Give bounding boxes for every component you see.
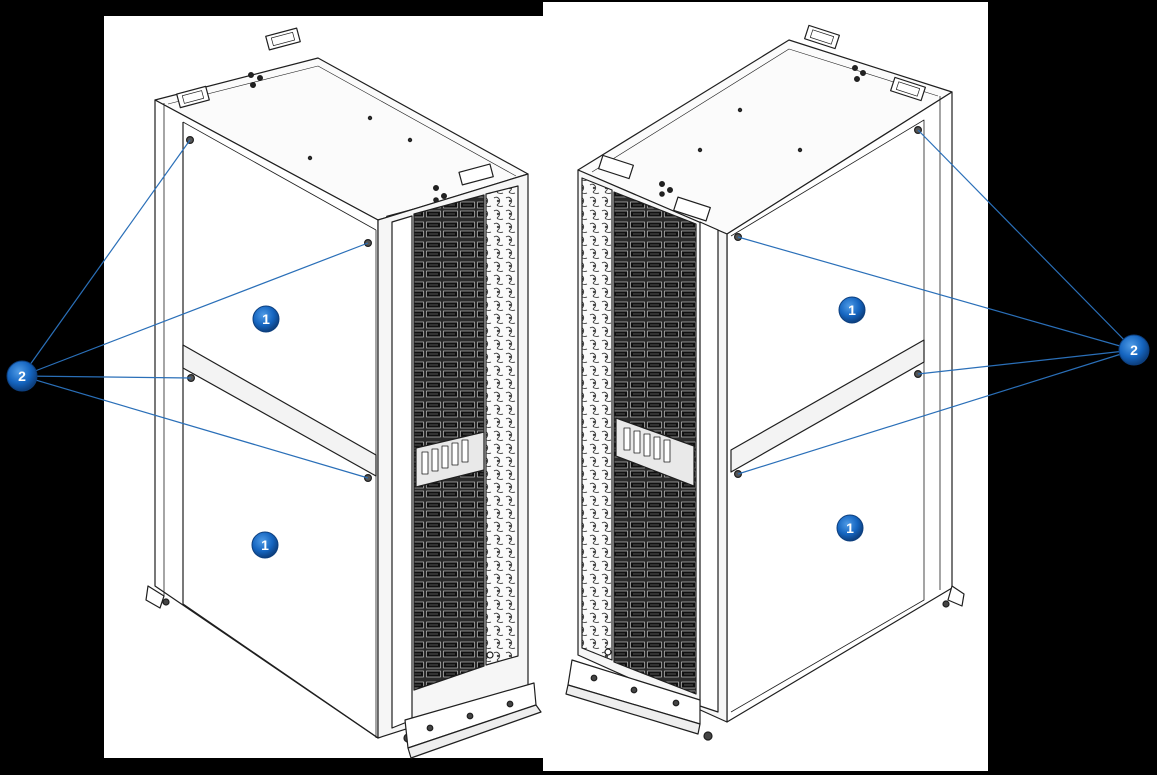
callout-side-panel-right-lower: 1: [836, 514, 864, 542]
callout-side-panel-left-lower: 1: [251, 531, 279, 559]
right-cabinet: [565, 24, 965, 741]
callout-label: 2: [1130, 342, 1138, 358]
callout-side-panel-right-upper: 1: [838, 296, 866, 324]
callout-side-panel-left-upper: 1: [252, 305, 280, 333]
callout-panel-fastener-left: 2: [6, 360, 38, 392]
left-cabinet: [145, 27, 542, 759]
callout-label: 1: [261, 537, 269, 553]
callout-label: 2: [18, 368, 26, 384]
callout-label: 1: [848, 302, 856, 318]
callout-label: 1: [846, 520, 854, 536]
callout-label: 1: [262, 311, 270, 327]
leader-lines: [21, 129, 1135, 479]
callout-panel-fastener-right: 2: [1118, 334, 1150, 366]
